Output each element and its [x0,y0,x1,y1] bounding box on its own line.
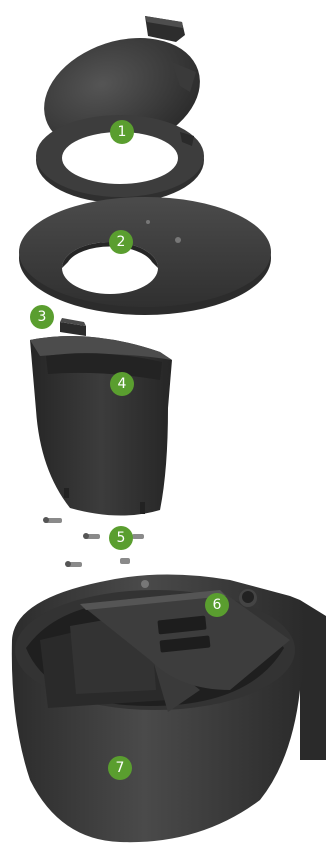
badge-4: 4 [110,372,134,396]
badge-7-label: 7 [116,760,125,776]
small-clip [60,318,86,336]
badge-2: 2 [109,230,133,254]
screw [65,561,82,567]
separator-bucket [30,336,172,516]
badge-3: 3 [30,305,54,329]
top-plate [19,197,271,315]
badge-2-label: 2 [117,234,126,250]
screw [120,558,130,564]
badge-3-label: 3 [38,309,47,325]
screw [43,517,62,523]
badge-1: 1 [110,120,134,144]
badge-7: 7 [108,756,132,780]
badge-5: 5 [109,526,133,550]
badge-6-label: 6 [213,597,222,613]
screw [83,533,100,539]
badge-1-label: 1 [118,124,127,140]
hinge-clip [145,16,185,42]
badge-6: 6 [205,593,229,617]
badge-5-label: 5 [117,530,126,546]
toilet-base [12,574,326,842]
badge-4-label: 4 [118,376,127,392]
screw [132,534,144,539]
